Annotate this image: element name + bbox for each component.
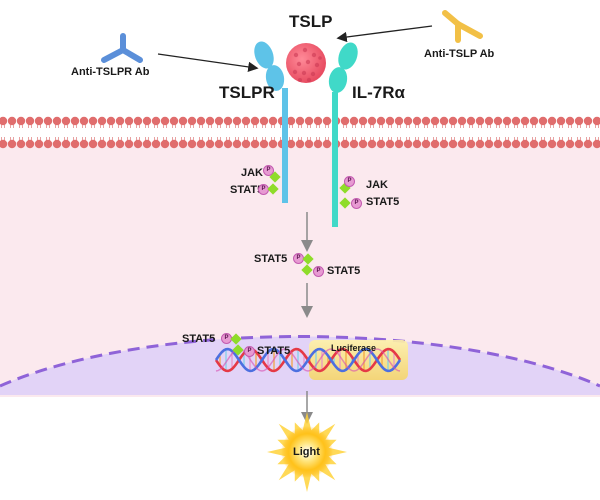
il7ra-label: IL-7Rα [352,83,405,102]
tslp-ligand-texture [292,47,322,83]
light-label: Light [293,446,320,458]
anti-tslp-antibody-icon [442,10,483,43]
phospho-stat5-nuclear-2: P [244,346,255,357]
luciferase-label: Luciferase [331,343,377,353]
light-burst-icon [267,412,347,492]
jak-label-left: JAK [241,167,264,179]
stat5-dimer-label-2: STAT5 [327,265,361,277]
phospho-jak-right: P [344,176,355,187]
phospho-stat5-right: P [351,198,362,209]
phospho-stat5-dimer-2: P [313,266,324,277]
anti-tslp-ab-label: Anti-TSLP Ab [424,48,495,60]
stat5-label-right: STAT5 [366,196,400,208]
stat5-nuclear-label-2: STAT5 [257,345,291,357]
phospho-jak-left: P [263,165,274,176]
cell-membrane [0,116,600,149]
anti-tslpr-antibody-icon [101,33,143,63]
stat5-label-left: STAT5 [230,184,264,196]
il7ra-receptor [328,42,358,227]
tslp-label: TSLP [289,12,333,31]
tslpr-label: TSLPR [219,83,275,102]
nuclear-envelope [0,335,600,388]
stat5-dimer-label-1: STAT5 [254,253,288,265]
anti-tslp-arrow [336,25,433,43]
anti-tslpr-arrow [157,53,259,73]
tslpr-receptor [254,41,288,203]
jak-label-right: JAK [366,179,389,191]
anti-tslpr-ab-label: Anti-TSLPR Ab [71,66,150,78]
stat5-nuclear-label-1: STAT5 [182,333,216,345]
